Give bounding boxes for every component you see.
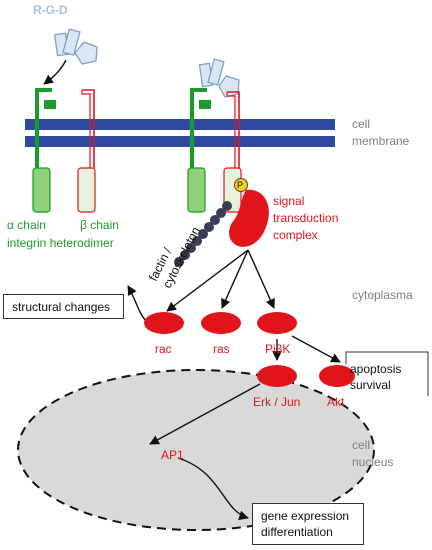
integrin-heterodimer-label: integrin heterodimer — [7, 236, 114, 250]
arrow-to-pi3k — [247, 249, 275, 309]
ap1-label: AP1 — [161, 448, 184, 462]
arrow-to-rac — [166, 249, 249, 312]
rgd-ligand-bound-icon — [198, 58, 240, 98]
erk-jun-label: Erk / Jun — [253, 395, 301, 409]
phosphate-circle — [234, 178, 248, 192]
membrane-label-line1: cell — [352, 117, 371, 131]
rac-node — [144, 312, 184, 334]
arrow-rac-to-structural — [127, 285, 149, 323]
nucleus-label-line1: cell — [352, 438, 371, 452]
survival-label: survival — [350, 378, 391, 392]
alpha-chain-left — [32, 88, 56, 213]
complex-label-line3: complex — [273, 228, 318, 242]
actin-bead-chain — [174, 201, 232, 267]
pi3k-node — [257, 312, 297, 334]
beta-chain-label: β chain — [80, 218, 119, 232]
arrow-to-ras — [221, 249, 249, 309]
membrane-outer-band — [25, 119, 335, 130]
akt-node — [319, 365, 355, 387]
pi3k-label: Pi3K — [265, 342, 291, 356]
rgd-label: R-G-D — [33, 3, 68, 17]
erk-node — [257, 365, 297, 387]
rgd-ligand-icon — [53, 28, 98, 65]
gene-expression-line1: gene expression — [261, 509, 350, 523]
apoptosis-label: apoptosis — [350, 362, 402, 376]
alpha-chain-right — [187, 88, 211, 213]
signal-complex-shape — [229, 189, 269, 247]
rac-label: rac — [155, 342, 172, 356]
membrane-inner-band — [25, 136, 335, 147]
arrow-erk-to-ap1 — [149, 383, 261, 445]
beta-chain-right — [223, 91, 242, 213]
ras-label: ras — [213, 342, 230, 356]
gene-expression-box: gene expression differentiation — [252, 503, 364, 545]
structural-changes-box: structural changes — [3, 294, 124, 319]
complex-label-line2: transduction — [273, 211, 339, 225]
ligand-binding-arrow — [43, 59, 67, 85]
membrane-label-line2: membrane — [352, 134, 410, 148]
beta-chain-left — [77, 89, 96, 213]
phosphate-label: P — [237, 180, 244, 190]
alpha-chain-label: α chain — [7, 218, 46, 232]
apoptosis-bracket — [345, 351, 429, 396]
cell-nucleus — [17, 369, 375, 531]
akt-label: Akt — [327, 395, 345, 409]
gene-expression-line2: differentiation — [261, 525, 333, 539]
cytoplasma-label: cytoplasma — [352, 288, 413, 302]
arrow-ap1-to-gene — [177, 457, 249, 521]
arrow-pi3k-to-apoptosis — [291, 335, 341, 363]
nucleus-label-line2: nucleus — [352, 455, 394, 469]
ras-node — [201, 312, 241, 334]
complex-label-line1: signal — [273, 194, 305, 208]
